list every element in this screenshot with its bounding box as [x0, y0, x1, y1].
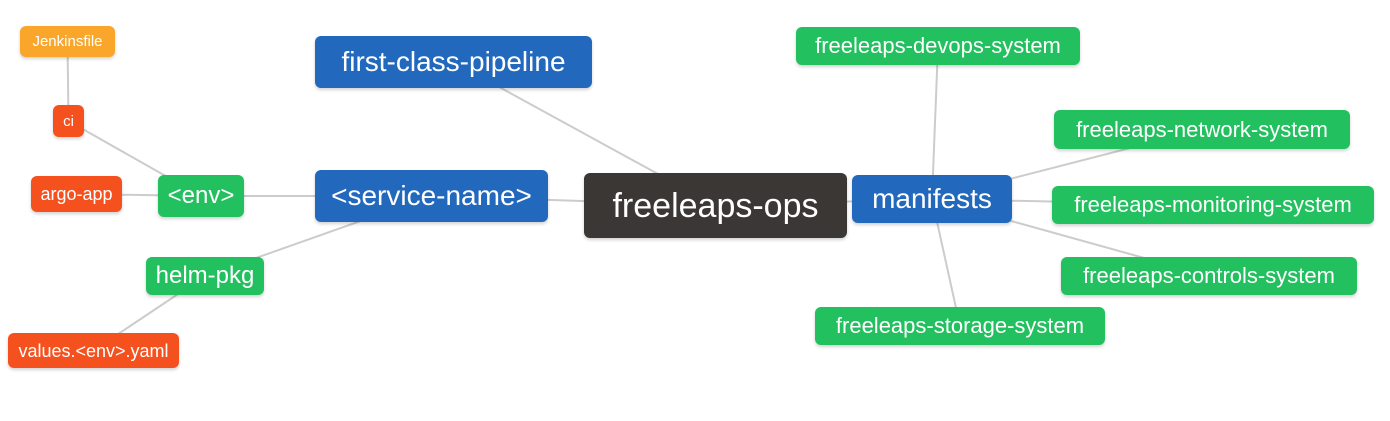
mindmap-node-values-env-yaml[interactable]: values.<env>.yaml	[8, 333, 179, 368]
mindmap-node-freeleaps-devops-system[interactable]: freeleaps-devops-system	[796, 27, 1080, 65]
edge-line	[931, 45, 939, 200]
mindmap-node-freeleaps-ops[interactable]: freeleaps-ops	[584, 173, 847, 238]
mindmap-node-ci[interactable]: ci	[53, 105, 84, 137]
mindmap-node-freeleaps-controls-system[interactable]: freeleaps-controls-system	[1061, 257, 1357, 295]
mindmap-node-jenkinsfile[interactable]: Jenkinsfile	[20, 26, 115, 57]
mindmap-node-argo-app[interactable]: argo-app	[31, 176, 122, 212]
mindmap-node-env[interactable]: <env>	[158, 175, 244, 217]
mindmap-node-helm-pkg[interactable]: helm-pkg	[146, 257, 264, 295]
mindmap-node-freeleaps-monitoring-system[interactable]: freeleaps-monitoring-system	[1052, 186, 1374, 224]
mindmap-node-freeleaps-network-system[interactable]: freeleaps-network-system	[1054, 110, 1350, 149]
mindmap-node-manifests[interactable]: manifests	[852, 175, 1012, 223]
mindmap-node-service-name[interactable]: <service-name>	[315, 170, 548, 222]
mindmap-node-freeleaps-storage-system[interactable]: freeleaps-storage-system	[815, 307, 1105, 345]
mindmap-node-first-class-pipeline[interactable]: first-class-pipeline	[315, 36, 592, 88]
